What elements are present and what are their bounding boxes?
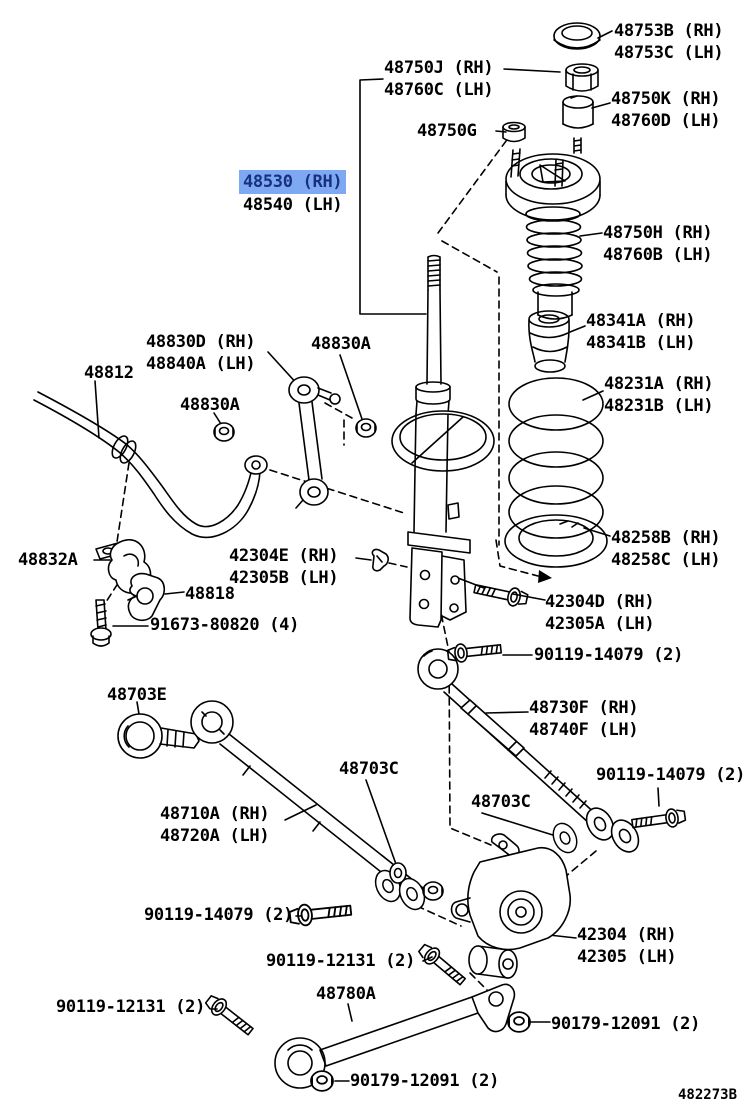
- part-label-48830A-right[interactable]: 48830A: [311, 334, 371, 354]
- part-label-42304D[interactable]: 42304D (RH) 42305A (LH): [545, 592, 655, 634]
- part-label-48750H[interactable]: 48750H (RH) 48760B (LH): [603, 223, 713, 265]
- part-label-48832A[interactable]: 48832A: [18, 550, 78, 570]
- part-label-48830D[interactable]: 48830D (RH) 48840A (LH): [146, 332, 256, 374]
- rod-nut-bottom-drawing: [310, 1070, 334, 1092]
- part-label-91673-80820[interactable]: 91673-80820 (4): [150, 615, 300, 635]
- part-label-48753B[interactable]: 48753B (RH) 48753C (LH): [614, 21, 724, 63]
- rod-bolt-right-drawing: [630, 806, 687, 834]
- stabilizer-bushing-drawing: [127, 572, 166, 622]
- part-label-90179-12091-bottom[interactable]: 90179-12091 (2): [350, 1071, 500, 1091]
- part-label-42304[interactable]: 42304 (RH) 42305 (LH): [577, 925, 677, 967]
- spring-seat-drawing: [504, 514, 608, 568]
- part-label-48703C-right[interactable]: 48703C: [471, 792, 531, 812]
- part-label-48780A[interactable]: 48780A: [316, 984, 376, 1004]
- diagram-code: 482273B: [678, 1087, 738, 1103]
- cap-drawing: [553, 22, 601, 50]
- stabilizer-nut-right-drawing: [355, 418, 377, 438]
- stabilizer-bar-drawing: [33, 391, 268, 539]
- coil-spring-drawing: [508, 377, 604, 539]
- part-label-42304E[interactable]: 42304E (RH) 42305B (LH): [229, 546, 339, 588]
- lock-nut-drawing: [502, 121, 526, 143]
- part-label-90119-12131-mid[interactable]: 90119-12131 (2): [266, 951, 416, 971]
- highlighted-part-number[interactable]: 48530 (RH): [239, 170, 347, 194]
- part-label-48530-selected[interactable]: 48530 (RH) 48540 (LH): [239, 170, 347, 216]
- part-label-48341A[interactable]: 48341A (RH) 48341B (LH): [586, 311, 696, 353]
- part-label-90119-12131-lower[interactable]: 90119-12131 (2): [56, 997, 206, 1017]
- rod-nut-right-drawing: [507, 1011, 531, 1033]
- part-label-48703C-left[interactable]: 48703C: [339, 759, 399, 779]
- stabilizer-link-drawing: [288, 376, 341, 509]
- part-label-48730F[interactable]: 48730F (RH) 48740F (LH): [529, 698, 639, 740]
- part-label-48258B[interactable]: 48258B (RH) 48258C (LH): [611, 528, 721, 570]
- part-label-48750G[interactable]: 48750G: [417, 121, 477, 141]
- part-label-48750K[interactable]: 48750K (RH) 48760D (LH): [611, 89, 721, 131]
- rod-bolt-upper-drawing: [446, 639, 503, 665]
- part-label-48812[interactable]: 48812: [84, 363, 134, 383]
- retainer-clip-drawing: [371, 548, 389, 572]
- assembly-arrowhead: [538, 570, 552, 583]
- part-label-48710A[interactable]: 48710A (RH) 48720A (LH): [160, 804, 270, 846]
- bump-stopper-drawing: [528, 310, 570, 373]
- part-label-48703E[interactable]: 48703E: [107, 685, 167, 705]
- dust-boot-drawing: [525, 206, 583, 320]
- clamp-bolt-drawing: [90, 599, 112, 647]
- shock-absorber-drawing: [391, 254, 495, 628]
- part-label-48830A-center[interactable]: 48830A: [180, 395, 240, 415]
- part-label-90119-14079-upper[interactable]: 90119-14079 (2): [534, 645, 684, 665]
- arm-bolt-lower-drawing: [288, 898, 353, 928]
- arm-washer-drawing: [389, 862, 407, 884]
- part-label-90179-12091-right[interactable]: 90179-12091 (2): [551, 1014, 701, 1034]
- support-nut-drawing: [565, 63, 599, 92]
- part-label-90119-14079-right[interactable]: 90119-14079 (2): [596, 765, 746, 785]
- knuckle-drawing: [450, 833, 572, 979]
- part-label-48750J[interactable]: 48750J (RH) 48760C (LH): [384, 58, 494, 100]
- stabilizer-nut-center-drawing: [213, 422, 235, 442]
- part-label-48231A[interactable]: 48231A (RH) 48231B (LH): [604, 374, 714, 416]
- rod-bolt-lower-drawing: [202, 991, 257, 1040]
- part-label-48818[interactable]: 48818: [185, 584, 235, 604]
- cam-bolt-drawing: [117, 713, 200, 759]
- rod-bolt-mid-drawing: [415, 939, 470, 990]
- part-label-90119-14079-lower[interactable]: 90119-14079 (2): [144, 905, 294, 925]
- arm-nut-drawing: [422, 881, 444, 901]
- bracket-bolt-drawing: [472, 579, 530, 610]
- collar-bushing-drawing: [562, 95, 594, 129]
